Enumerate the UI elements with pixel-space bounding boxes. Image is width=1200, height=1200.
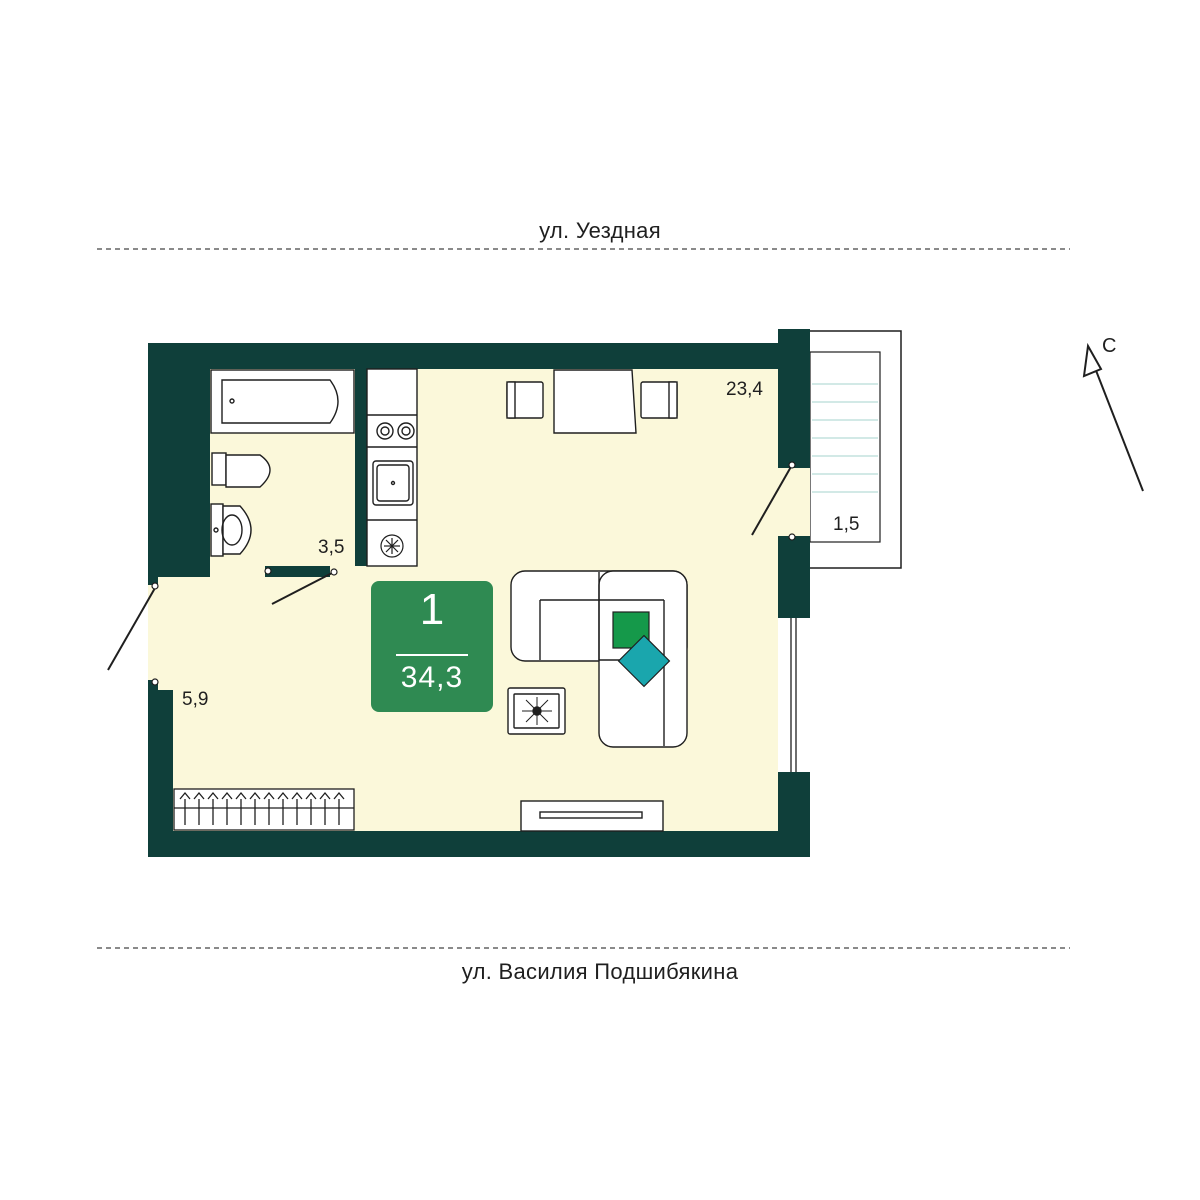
street-name-top: ул. Уездная xyxy=(539,218,661,243)
window-right xyxy=(778,618,810,857)
compass-arrow-icon xyxy=(1082,342,1144,492)
room-count: 1 xyxy=(419,585,445,634)
balcony-wall-bottom xyxy=(778,537,810,618)
balcony-area-label: 1,5 xyxy=(833,514,860,535)
entrance-opening xyxy=(148,585,160,680)
dining-table-icon xyxy=(506,369,678,434)
coffee-table-icon xyxy=(507,687,566,735)
pillow-teal-icon xyxy=(617,634,671,688)
bathroom-area-label: 3,5 xyxy=(318,537,345,558)
toilet-icon xyxy=(211,452,271,488)
entrance-door[interactable] xyxy=(107,587,156,671)
bathtub-icon xyxy=(210,369,355,434)
fridge-icon xyxy=(380,534,404,558)
wardrobe-icon xyxy=(173,788,355,831)
sink-icon xyxy=(210,503,252,557)
balcony-door[interactable] xyxy=(751,464,793,536)
bathroom-door[interactable] xyxy=(271,571,335,605)
tv-stand-icon xyxy=(520,800,664,832)
living-room-area-label: 23,4 xyxy=(726,379,763,400)
hall-area-label: 5,9 xyxy=(182,689,209,710)
street-name-bottom: ул. Василия Подшибякина xyxy=(461,959,739,984)
stove-icon xyxy=(376,422,415,440)
kitchen-sink-icon xyxy=(372,460,414,506)
total-area: 34,3 xyxy=(400,661,464,694)
apartment-summary-badge: 1 34,3 xyxy=(371,581,493,712)
balcony-door-opening xyxy=(778,468,810,536)
badge-divider xyxy=(396,654,468,656)
balcony-wall-top xyxy=(778,329,810,466)
compass-north-label: С xyxy=(1102,335,1117,357)
